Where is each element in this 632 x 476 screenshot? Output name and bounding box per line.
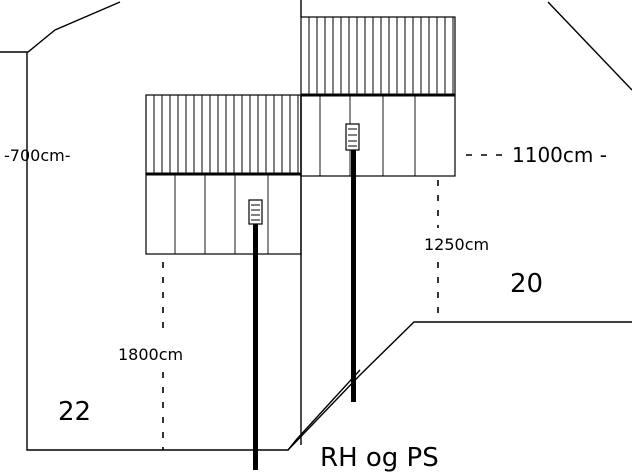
ridge-slope-lines — [287, 321, 632, 451]
dimension-guides — [162, 154, 506, 450]
right-zone-number: 20 — [510, 269, 543, 299]
left-measuring-pole — [248, 199, 263, 470]
right-top-slope — [547, 1, 632, 91]
right-height-label: 1250cm — [424, 235, 489, 254]
left-lower-layer — [145, 173, 302, 255]
left-height-label: 1800cm — [118, 345, 183, 364]
right-measuring-pole — [345, 123, 360, 402]
left-width-label: -700cm- — [4, 146, 70, 165]
left-upper-layer — [145, 94, 302, 176]
right-lower-layer — [300, 94, 456, 177]
ridge-slope-inner — [295, 369, 361, 441]
right-width-label: 1100cm - — [512, 143, 607, 167]
right-upper-layer — [300, 16, 456, 97]
left-terrain-outline — [0, 0, 632, 451]
left-roof-slope — [0, 1, 121, 53]
left-zone-number: 22 — [58, 397, 91, 427]
author-initials: RH og PS — [320, 443, 439, 473]
